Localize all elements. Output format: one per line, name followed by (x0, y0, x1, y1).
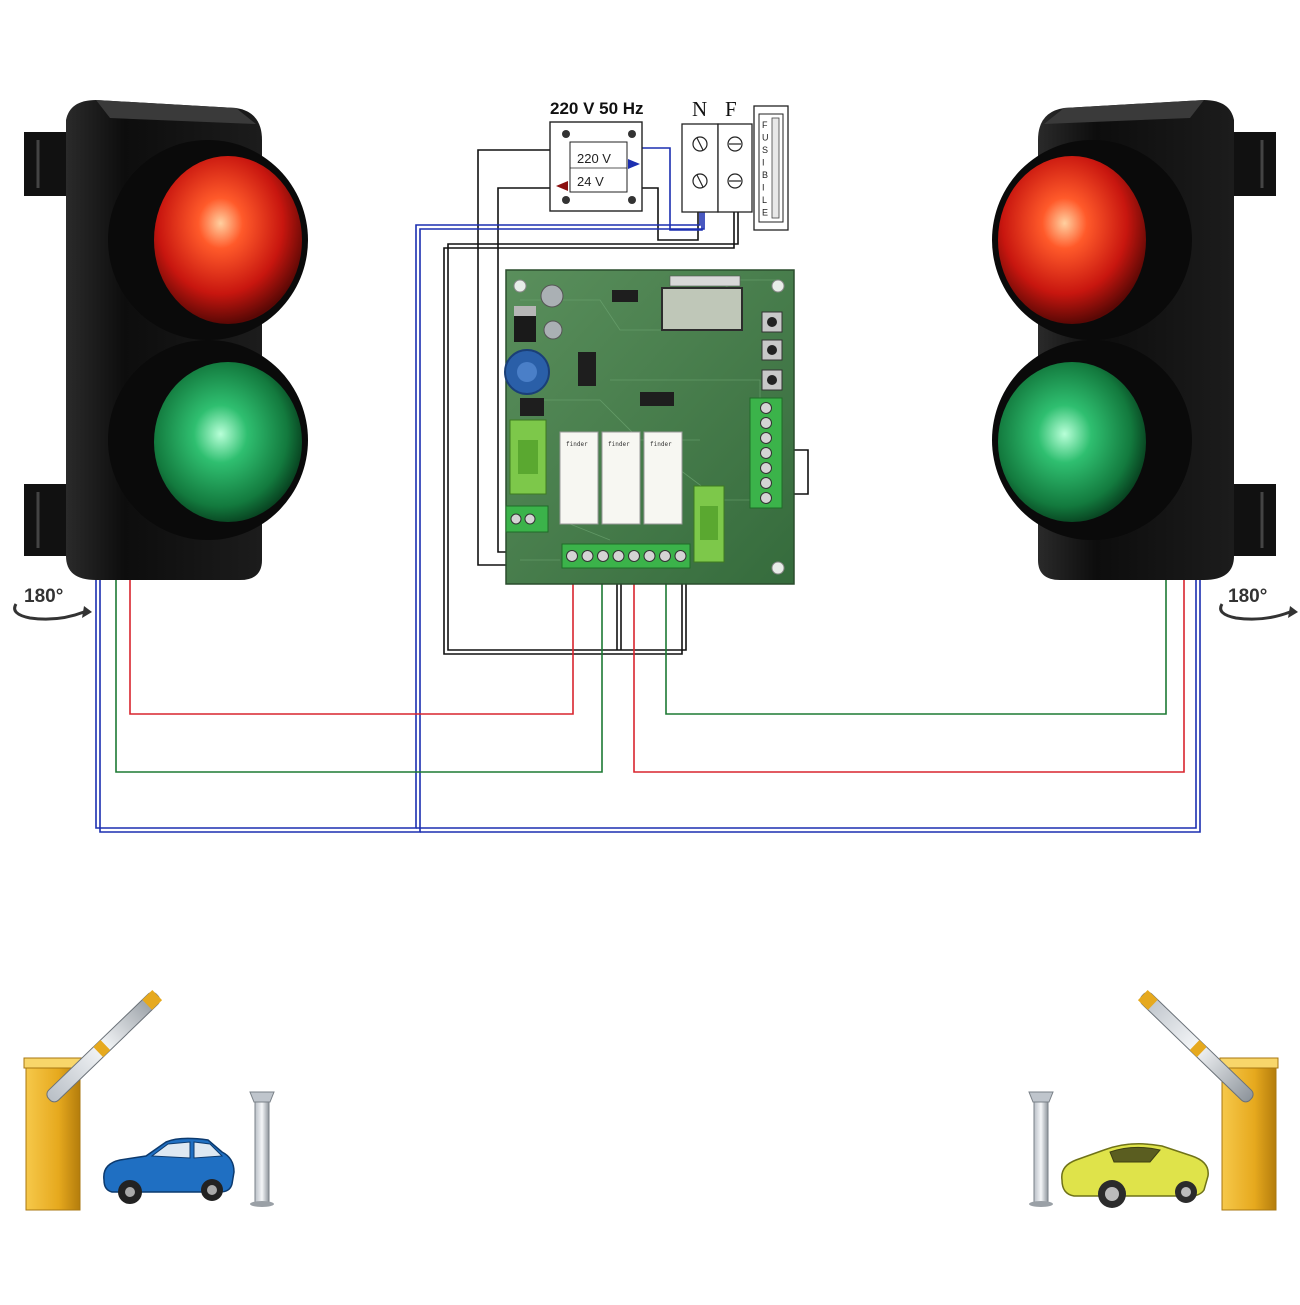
fuse-letter: B (762, 170, 768, 180)
fuse-letter: L (762, 195, 767, 205)
car-yellow (1061, 1143, 1209, 1208)
neutral-label: N (692, 97, 707, 121)
traffic-light-right: 180° (992, 100, 1298, 621)
mounting-bracket (24, 132, 70, 556)
rotation-180-icon: 180° (1219, 586, 1298, 621)
wire-left-green (115, 578, 603, 773)
wire-blue-right-b (420, 575, 1201, 833)
relay-brand: finder (566, 441, 588, 448)
lcd-display (661, 287, 743, 331)
relay-brand: finder (608, 441, 630, 448)
terminal-screw-icon (566, 550, 578, 562)
terminal-screw-icon (760, 447, 772, 459)
fuse-letter: E (762, 208, 768, 218)
primary-arrow-icon (628, 159, 640, 169)
jumper-bridge (788, 449, 809, 495)
traffic-light-left: 180° (13, 100, 308, 621)
relay-brand: finder (650, 441, 672, 448)
terminal-screw-icon (659, 550, 671, 562)
rotation-180-icon: 180° (13, 586, 92, 621)
wire-blue-right-a (416, 575, 1197, 829)
secondary-arrow-icon (556, 181, 568, 191)
barrier-gate-left (23, 990, 275, 1211)
bollard (254, 1099, 270, 1205)
fuse-letter: I (762, 158, 765, 168)
capacitor (543, 320, 563, 340)
terminal-screw-icon (643, 550, 656, 562)
control-board: finder finder finder (504, 269, 795, 585)
relay (643, 431, 683, 525)
terminal-screw-icon (581, 550, 594, 562)
mains-terminal-block: N F (681, 97, 753, 213)
transformer-title: 220 V 50 Hz (550, 99, 644, 118)
rotation-label-right: 180° (1228, 586, 1267, 607)
barrier-gate-right (1028, 990, 1279, 1211)
transformer-primary-label: 220 V (577, 151, 611, 166)
phase-label: F (725, 97, 737, 121)
fuse-letter: U (762, 133, 769, 143)
mounting-bracket (1230, 132, 1276, 556)
wire-transformer-primary-blue (640, 147, 703, 231)
wiring-group (95, 147, 1201, 833)
transformer-secondary-label: 24 V (577, 174, 604, 189)
terminal-screw-icon (760, 492, 772, 504)
green-lamp (154, 362, 302, 522)
relay (601, 431, 641, 525)
pcb-buttons (761, 311, 783, 391)
terminal-screw-icon (760, 432, 772, 444)
green-lamp (998, 362, 1146, 522)
terminal-screw-icon (612, 550, 625, 562)
red-lamp (998, 156, 1146, 324)
relay-bank: finder finder finder (559, 431, 683, 525)
wire-right-green (665, 578, 1167, 715)
red-lamp (154, 156, 302, 324)
terminal-screw-icon (760, 417, 772, 429)
terminal-screw-icon (760, 402, 772, 414)
capacitor (540, 284, 564, 308)
wire-phase-supply-b (443, 212, 735, 655)
rotation-label-left: 180° (24, 586, 63, 607)
fuse-letter: F (762, 120, 768, 130)
terminal-screw-icon (628, 550, 640, 562)
bollard (1033, 1099, 1049, 1205)
fuse-letter: S (762, 145, 768, 155)
terminal-screw-icon (674, 550, 687, 562)
fuse-letter: I (762, 183, 765, 193)
wire-blue-return-b (99, 212, 705, 833)
terminal-screw-icon (760, 462, 772, 474)
relay (559, 431, 599, 525)
wire-left-red (129, 578, 574, 715)
wire-phase-supply-a (447, 212, 739, 651)
terminal-screw-icon (597, 550, 609, 562)
terminal-screw-icon (760, 477, 772, 489)
wire-right-red (633, 578, 1185, 773)
wire-blue-return-a (95, 212, 701, 829)
car-blue (103, 1137, 235, 1204)
transformer: 220 V 50 Hz 220 V 24 V (549, 99, 644, 212)
